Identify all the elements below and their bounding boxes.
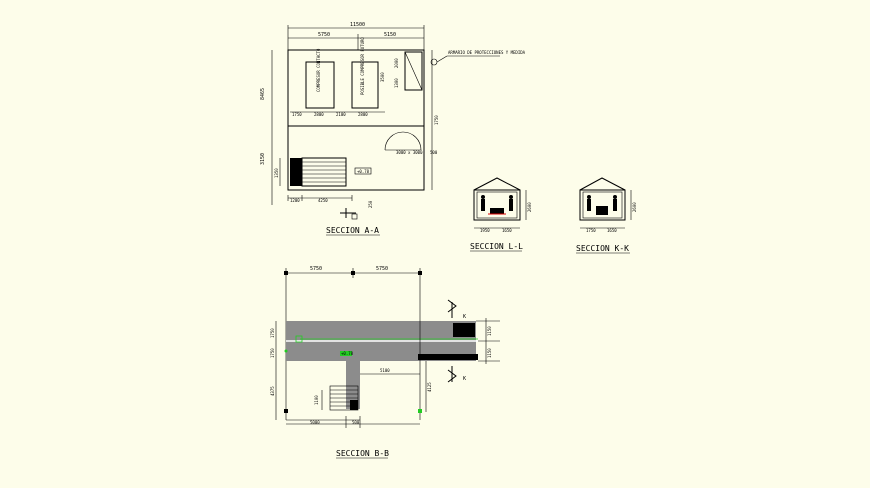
door-label: 3000 x 3000 [396,150,423,155]
bb-right-dim-1: 1150 [487,326,492,336]
bb-right-height: 4125 [427,382,432,392]
plan-a-a: 11500 5750 5150 8465 3150 COMPRESOR CONT… [260,22,526,236]
dim-lower-left: 3150 [260,153,266,165]
k-mark-bottom: K [463,376,466,382]
section-l-l: 1950 1650 2600 SECCION L-L [470,177,532,252]
dim-2000: 2000 [394,58,399,68]
kk-height: 2600 [632,202,637,212]
bb-stair-dim: 1100 [314,395,319,405]
bb-bottom-dim-1: 5000 [310,420,320,425]
plan-b-b: 5750 5750 +0.78 1150 1150 K K 1750 1750 … [270,266,500,459]
room-dim-2: 2800 [314,112,324,117]
dim-1750: 1750 [434,115,439,125]
dim-3500: 3500 [380,72,385,82]
bottom-dim-2: 4250 [318,198,328,203]
ll-height: 2600 [527,202,532,212]
room-dim-1: 1750 [292,112,302,117]
title-seccion-bb: SECCION B-B [336,449,389,458]
room-1-label: COMPRESOR CONTACTO [316,48,321,92]
bb-left-dim-2: 1750 [270,348,275,358]
stair-block [290,158,302,186]
ll-dim-1: 1950 [480,228,490,233]
level-tag: +0.78 [357,169,370,174]
kk-dim-2: 1650 [607,228,617,233]
dim-total: 11500 [350,22,365,28]
bottom-dim-1: 1200 [290,198,300,203]
title-seccion-kk: SECCION K-K [576,244,629,253]
bb-bottom-dim-2: 500 [352,420,360,425]
title-seccion-aa: SECCION A-A [326,226,379,235]
room-dim-3: 2100 [336,112,346,117]
note-armario: ARMARIO DE PROTECCIONES Y MEDIDA [448,50,526,55]
room-2-label: POSIBLE COMPRESOR FUTURO [360,37,365,95]
dim-500: 500 [430,150,438,155]
dim-left-height: 8465 [260,88,266,100]
dim-right: 5150 [384,32,396,38]
bb-mid-dim: 5100 [380,368,390,373]
dim-1300: 1300 [394,78,399,88]
bb-right-dim-2: 1150 [487,348,492,358]
kk-dim-1: 1750 [586,228,596,233]
bb-left-dim-3: 4375 [270,386,275,396]
section-k-k: 1750 1650 2600 SECCION K-K [576,177,637,254]
title-seccion-ll: SECCION L-L [470,242,523,251]
bb-top-dim-1: 5750 [310,266,322,272]
dim-left: 5750 [318,32,330,38]
room-dim-4: 2800 [358,112,368,117]
dim-stair: 1350 [274,168,279,178]
k-mark-top: K [463,314,466,320]
bb-left-dim-1: 1750 [270,328,275,338]
bb-top-dim-2: 5750 [376,266,388,272]
dim-250: 250 [368,200,373,208]
ll-dim-2: 1650 [502,228,512,233]
bb-tag: +0.78 [341,351,354,356]
